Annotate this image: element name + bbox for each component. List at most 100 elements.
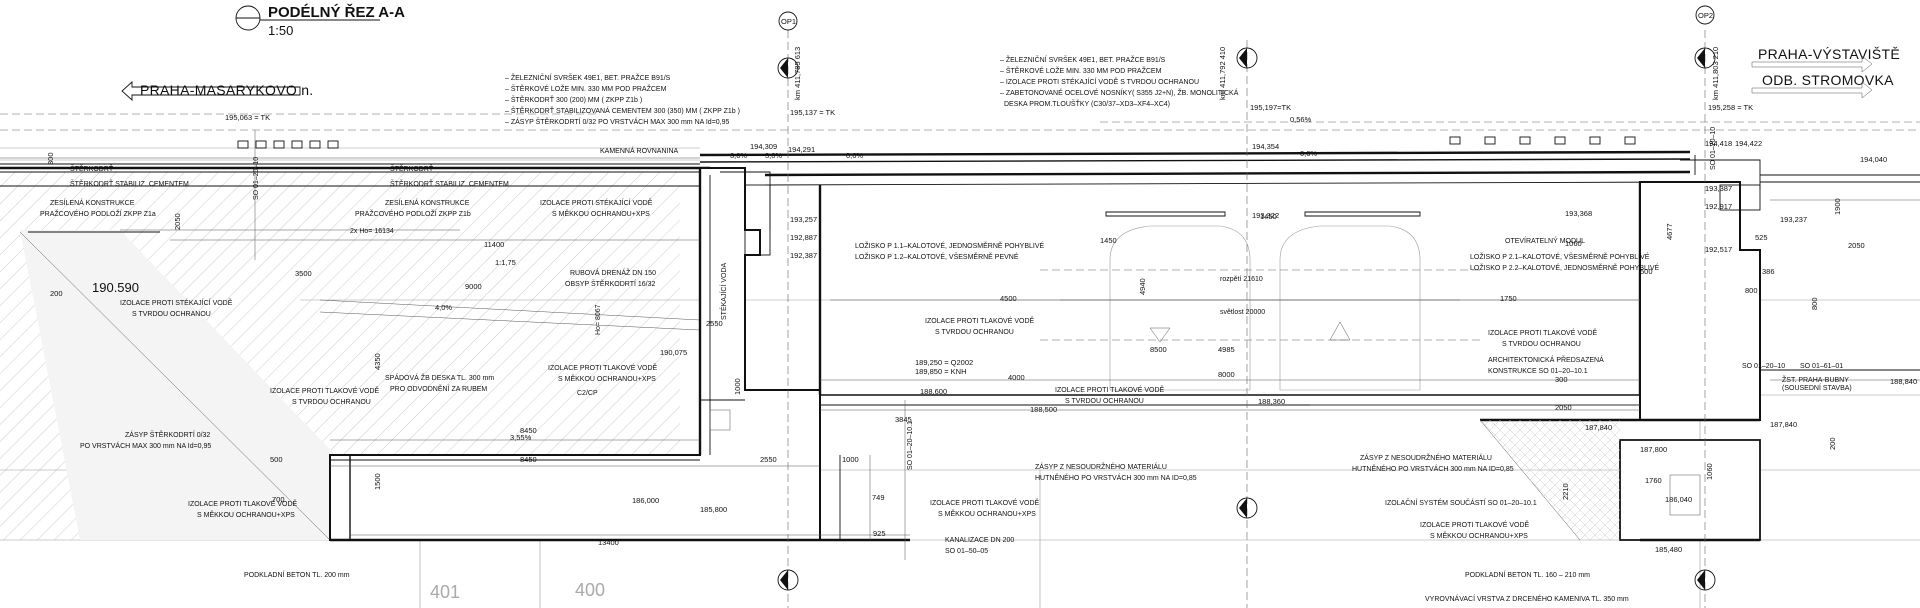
- note-line: – ZÁSYP ŠTĚRKODRTÍ 0/32 PO VRSTVÁCH MAX …: [505, 117, 730, 126]
- level-mark: 194,291: [788, 145, 815, 154]
- level-mark: 189,850 = KNH: [915, 367, 967, 376]
- label: S MĚKKOU OCHRANOU+XPS: [938, 509, 1036, 518]
- dimension: 13400: [598, 538, 619, 547]
- label: KAMENNÁ ROVNANINA: [600, 146, 679, 155]
- dimensions: 11400 8450 8450 13400 3500 9000 4500 175…: [46, 152, 1865, 547]
- labels: ŠTĚRKODRŤ ŠTĚRKODRŤ STABILIZ. CEMENTEM Š…: [40, 127, 1852, 603]
- level-mark: 188,500: [1030, 405, 1057, 414]
- label: LOŽISKO P 2.1–KALOTOVÉ, VŠESMĚRNĚ POHYBL…: [1470, 252, 1650, 261]
- dimension: 1900: [1833, 198, 1842, 215]
- dimension: 700: [272, 495, 285, 504]
- level-mark: 192,917: [1705, 202, 1732, 211]
- dimension: 4350: [373, 353, 382, 370]
- dimension: 4000: [1008, 373, 1025, 382]
- level-mark: 188,840: [1890, 377, 1917, 386]
- label: ZÁSYP Z NESOUDRŽNÉHO MATERIÁLU: [1360, 453, 1492, 462]
- dimension: 500: [1640, 267, 1653, 276]
- level-mark: 192,387: [790, 251, 817, 260]
- arrow-left-icon: [121, 80, 301, 102]
- level-mark: 193,257: [790, 215, 817, 224]
- note-line: – IZOLACE PROTI STÉKAJÍCÍ VODĚ S TVRDOU …: [1000, 77, 1199, 86]
- level-mark-large: 190.590: [92, 280, 139, 295]
- direction-left-label: PRAHA-MASARYKOVO n.: [140, 82, 314, 98]
- note-line: – ŽELEZNIČNÍ SVRŠEK 49E1, BET. PRAŽCE B9…: [1000, 55, 1166, 64]
- dimension: 2050: [173, 213, 182, 230]
- level-mark: 3,0%: [730, 151, 747, 160]
- dimension: 11400: [484, 240, 504, 249]
- level-mark: 195,258 = TK: [1708, 103, 1753, 112]
- level-mark: 3,0%: [765, 151, 782, 160]
- label: SPÁDOVÁ ŽB DESKA TL. 300 mm: [385, 373, 494, 382]
- label: IZOLACE PROTI STÉKAJÍCÍ VODĚ: [120, 298, 233, 307]
- label: LOŽISKO P 1.2–KALOTOVÉ, VŠESMĚRNĚ PEVNÉ: [855, 252, 1019, 261]
- label: S MĚKKOU OCHRANOU+XPS: [552, 209, 650, 218]
- axis-marker-icon: [1695, 5, 1715, 25]
- label: ŠTĚRKODRŤ: [70, 164, 114, 173]
- label: Ho= 8067: [595, 304, 602, 335]
- label: PODKLADNÍ BETON TL. 200 mm: [244, 570, 350, 579]
- level-mark: 193,387: [1705, 184, 1732, 193]
- left-embankment: [0, 157, 710, 541]
- direction-right-bottom-label: ODB. STROMOVKA: [1762, 72, 1894, 88]
- dimension: 200: [50, 289, 63, 298]
- arrow-right-icon: [1751, 81, 1873, 99]
- ghost-numbers: 401 400: [430, 580, 605, 602]
- level-mark: 186,040: [1665, 495, 1692, 504]
- label: S MĚKKOU OCHRANOU+XPS: [1430, 531, 1528, 540]
- label: KONSTRUKCE SO 01–20–10.1: [1488, 368, 1588, 375]
- label: ZÁSYP ŠTĚRKODRTÍ 0/32: [125, 430, 210, 439]
- support-op2-label: OP2: [1698, 11, 1713, 20]
- label: ŠTĚRKODRŤ STABILIZ. CEMENTEM: [70, 179, 189, 188]
- support-marker-op2: OP2 km 411,803 210: [1694, 5, 1720, 591]
- ghost-number: 400: [575, 580, 605, 600]
- dimension: 1760: [1645, 476, 1662, 485]
- level-mark: 186,000: [632, 496, 659, 505]
- label: S TVRDOU OCHRANOU: [935, 329, 1014, 336]
- label: S TVRDOU OCHRANOU: [292, 399, 371, 406]
- dimension: 749: [872, 493, 885, 502]
- dimension: 2550: [760, 455, 777, 464]
- label: ZESÍLENÁ KONSTRUKCE: [385, 198, 470, 207]
- level-mark: 0,6%: [846, 151, 863, 160]
- label: HUTNĚNÉHO PO VRSTVÁCH 300 mm NA ID=0,85: [1352, 464, 1514, 473]
- dimension: 3500: [295, 269, 312, 278]
- dimension: 1000: [733, 378, 742, 395]
- dimension: 1750: [1500, 294, 1517, 303]
- dimension: 8450: [520, 455, 537, 464]
- title-block: PODÉLNÝ ŘEZ A-A 1:50: [235, 3, 405, 38]
- label: světlost 20000: [1220, 309, 1265, 316]
- dimension: 2050: [1555, 403, 1572, 412]
- label: PO VRSTVÁCH MAX 300 mm NA Id=0,95: [80, 441, 211, 450]
- label: IZOLACE PROTI TLAKOVÉ VODĚ: [925, 316, 1035, 325]
- dimension: 8000: [1218, 370, 1235, 379]
- dimension: 525: [1755, 233, 1768, 242]
- levels: 195,063 = TK 195,137 = TK 195,197=TK 195…: [92, 103, 1917, 554]
- level-mark: 195,197=TK: [1250, 103, 1291, 112]
- label: SO 01–20–10.1: [907, 421, 914, 470]
- note-line: – ZABETONOVANÉ OCELOVÉ NOSNÍKY( S355 J2+…: [1000, 88, 1239, 97]
- level-mark: 194,418: [1705, 139, 1732, 148]
- label: rozpětí 21610: [1220, 276, 1263, 283]
- label: IZOLACE PROTI TLAKOVÉ VODĚ: [188, 499, 298, 508]
- label: S MĚKKOU OCHRANOU+XPS: [197, 510, 295, 519]
- label: S TVRDOU OCHRANOU: [1065, 398, 1144, 405]
- dimension: 4677: [1665, 223, 1674, 240]
- ghost-number: 401: [430, 582, 460, 602]
- note-line: – ŽELEZNIČNÍ SVRŠEK 49E1, BET. PRAŽCE B9…: [505, 73, 671, 82]
- label: S TVRDOU OCHRANOU: [1502, 341, 1581, 348]
- dimension: 9000: [465, 282, 482, 291]
- label: OBSYP ŠTĚRKODRTÍ 16/32: [565, 279, 655, 288]
- level-mark: 193,368: [1565, 209, 1592, 218]
- level-mark: 193,322: [1252, 211, 1279, 220]
- label: KANALIZACE DN 200: [945, 537, 1014, 544]
- level-mark: 192,517: [1705, 245, 1732, 254]
- bridge-deck: [699, 150, 1761, 406]
- level-mark: 194,309: [750, 142, 777, 151]
- level-mark: 195,063 = TK: [225, 113, 270, 122]
- dimension: 1000: [842, 455, 859, 464]
- label: IZOLAČNÍ SYSTÉM SOUČÁSTÍ SO 01–20–10.1: [1385, 498, 1537, 507]
- sleepers: [237, 136, 1636, 149]
- label: SO 01–20–10: [1710, 127, 1717, 170]
- label: SO 01–50–05: [945, 548, 988, 555]
